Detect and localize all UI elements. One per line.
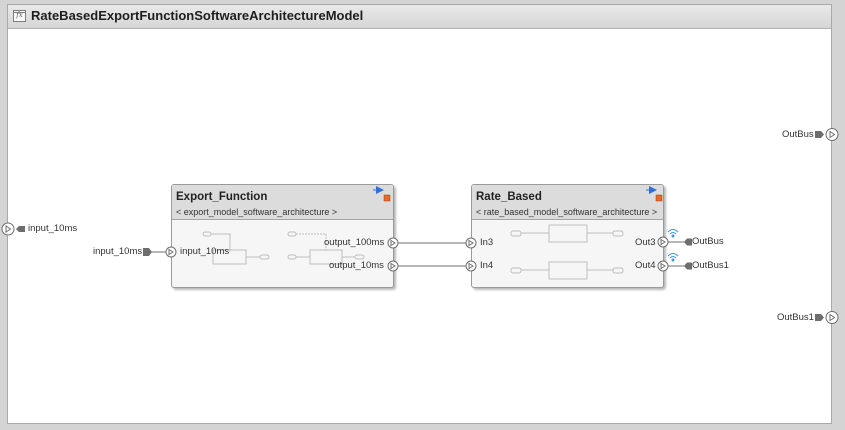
port-label-output-100ms: output_100ms xyxy=(324,237,385,248)
signal-icon xyxy=(667,253,679,262)
port-output-10ms[interactable] xyxy=(387,260,399,272)
component-badge-icon xyxy=(646,186,663,202)
signal-icon xyxy=(667,229,679,238)
component-reference: < rate_based_model_software_architecture… xyxy=(476,207,658,217)
connector-input-10ms-label: input_10ms xyxy=(93,246,143,257)
connector-outbus-label: OutBus xyxy=(692,236,724,247)
connector-input-10ms[interactable] xyxy=(143,248,152,256)
port-label-in4: In4 xyxy=(480,260,494,271)
function-icon: fx xyxy=(13,10,26,22)
component-header xyxy=(172,185,393,220)
port-out3[interactable] xyxy=(657,236,669,248)
port-in3[interactable] xyxy=(465,237,477,249)
root-outport-outbus1-label: OutBus1 xyxy=(777,312,814,323)
port-label-output-10ms: output_10ms xyxy=(329,260,384,271)
connector-outbus1-label: OutBus1 xyxy=(692,260,729,271)
connector-outbus[interactable] xyxy=(684,238,692,246)
model-title-bar: fx RateBasedExportFunctionSoftwareArchit… xyxy=(8,5,831,29)
port-label-input-10ms: input_10ms xyxy=(180,246,230,257)
connection-lines xyxy=(150,241,684,267)
port-label-out3: Out3 xyxy=(635,237,656,248)
model-title: RateBasedExportFunctionSoftwareArchitect… xyxy=(31,8,364,23)
root-outport-outbus1[interactable] xyxy=(815,311,839,324)
model-canvas[interactable]: fx RateBasedExportFunctionSoftwareArchit… xyxy=(7,4,832,424)
port-label-out4: Out4 xyxy=(635,260,656,271)
root-inport-label: input_10ms xyxy=(28,223,78,234)
root-outport-outbus-label: OutBus xyxy=(782,129,814,140)
component-ports xyxy=(165,236,669,272)
connector-outbus1[interactable] xyxy=(684,262,692,270)
root-outport-outbus[interactable] xyxy=(815,128,839,141)
rate-based-thumbnail xyxy=(510,224,624,280)
port-out4[interactable] xyxy=(657,260,669,272)
port-input-10ms[interactable] xyxy=(165,246,177,258)
component-rate-based[interactable]: Rate_Based < rate_based_model_software_a… xyxy=(471,184,664,288)
component-badge-icon xyxy=(373,186,391,202)
component-reference: < export_model_software_architecture > xyxy=(176,207,338,217)
export-function-thumbnail xyxy=(202,231,365,265)
component-name: Export_Function xyxy=(176,191,268,203)
root-inport-input-10ms[interactable] xyxy=(1,222,25,236)
component-header xyxy=(472,185,663,220)
component-name: Rate_Based xyxy=(476,191,542,203)
port-label-in3: In3 xyxy=(480,237,494,248)
port-output-100ms[interactable] xyxy=(387,237,399,249)
port-in4[interactable] xyxy=(465,260,477,272)
